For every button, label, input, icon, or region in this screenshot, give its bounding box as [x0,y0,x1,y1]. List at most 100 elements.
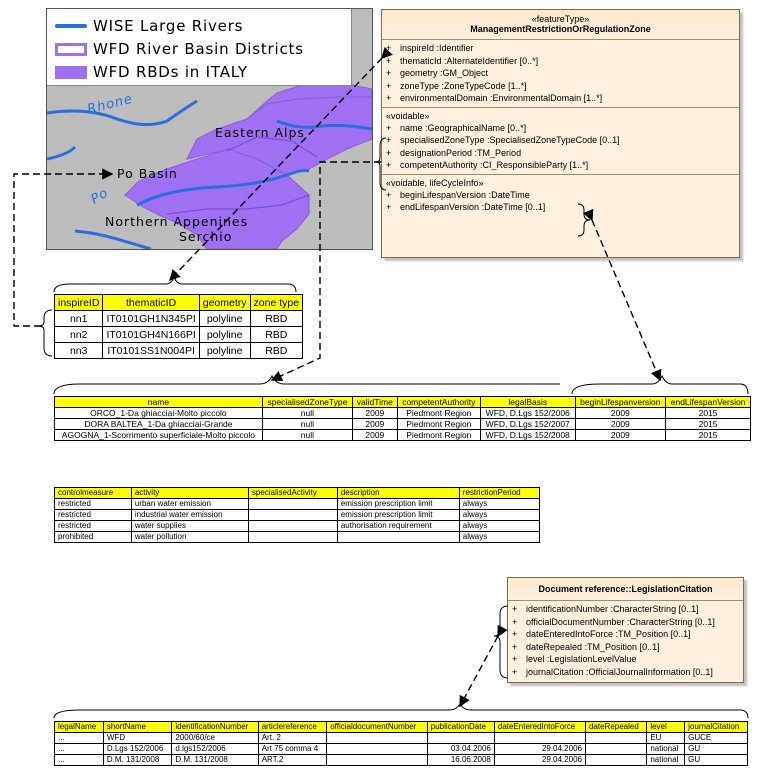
table-cell: GU [684,754,748,766]
class-attribute: + dateRepealed :TM_Position [0..1] [512,641,739,654]
visibility-marker: + [512,666,518,677]
visibility-marker: + [512,629,518,639]
river-line [74,229,152,249]
column-header: zone type [249,294,304,311]
table-cell: polyline [198,310,251,327]
attribute-text: beginLifespanVersion :DateTime [400,189,530,200]
table-cell: RBD [249,310,304,327]
attribute-text: specialisedZoneType :SpecialisedZoneType… [400,135,620,145]
class-name: ManagementRestrictionOrRegulationZone [470,24,651,34]
legend-label: WISE Large Rivers [93,17,244,35]
table-cell: 2015 [665,429,751,441]
attribute-text: competentAuthority :CI_ResponsibleParty … [400,160,589,170]
table-cell: WFD, D.Lgs 152/2008 [479,429,576,441]
attribute-text: endLifespanVersion :DateTime [0..1] [400,202,546,212]
lifecycle-stereotype: «voidable, lifeCycleInfo» [386,177,484,188]
class-attribute: + journalCitation :OfficialJournalInforma… [512,666,739,679]
visibility-marker: + [512,604,518,614]
attribute-text: designationPeriod :TM_Period [400,147,522,158]
column-header: controlmeasure [54,487,132,499]
class-attributes: + identificationNumber :CharacterString [… [508,601,743,680]
table-cell: nn1 [53,310,104,327]
attribute-text: officialDocumentNumber :CharacterString … [526,616,715,627]
table-cell: null [261,429,353,441]
table-cell: ... [54,754,104,766]
river-line-icon [55,24,87,28]
connector-class-to-rbd-table [169,47,393,282]
brace-voidable [375,137,387,191]
table-cell: national [646,754,686,766]
table-cell: IT0101SS1N004PI [102,342,200,359]
brace-rbd-table [53,275,297,293]
column-header: thematicID [102,294,200,311]
class-stereotype: «featureType» [531,14,590,24]
brace-lifespan-columns [571,374,749,395]
table-cell: IT0101GH4N166PI [102,326,200,343]
brace-lifecycle [577,203,591,237]
visibility-marker: + [512,641,518,652]
brace-legislation [493,605,509,679]
attribute-text: environmentalDomain :EnvironmentalDomain… [400,93,603,103]
connector-rbd-to-po-basin [13,168,114,327]
brace-rbd-rows [37,309,53,357]
column-header: inspireID [53,294,104,311]
class-attribute: + level :LegislationLevelValue [512,653,739,666]
attribute-text: name :GeographicalName [0..*] [400,122,527,133]
table-cell: D.M. 131/2008 [171,754,259,766]
class-header: Document reference::LegislationCitation [508,578,743,601]
column-header: publicationDate [426,721,495,733]
table-cell: nn3 [53,342,104,359]
table-cell: Piedmont Region [396,429,481,441]
connector-voidable-to-zone-table [270,161,381,382]
attribute-text: inspireId :Identifier [400,43,474,53]
attribute-text: dateRepealed :TM_Position [0..1] [526,641,660,652]
river-line [47,145,77,161]
class-attribute: + identificationNumber :CharacterString [… [512,603,739,616]
brace-legislation-table [53,703,749,719]
district-outline-icon [55,42,87,56]
column-header: competentAuthority [396,396,481,408]
class-attribute: + officialDocumentNumber :CharacterString… [512,616,739,629]
visibility-marker: + [512,616,518,627]
attribute-text: journalCitation :OfficialJournalInformat… [526,666,713,677]
table-cell: always [458,531,541,543]
connector-legislation-class-to-table [459,624,508,708]
class-header: «featureType» ManagementRestrictionOrReg… [382,10,739,40]
table-cell: polyline [198,342,251,359]
table-cell: 16.06.2008 [426,754,495,766]
table-row: AGOGNA_1-Scorrimento superficiale-Molto … [54,429,751,441]
attribute-text: dateEnteredIntoForce :TM_Position [0..1] [526,629,691,639]
table-cell [584,754,648,766]
class-name: Document reference::LegislationCitation [538,584,713,594]
attribute-text: geometry :GM_Object [400,68,489,78]
attribute-text: level :LegislationLevelValue [526,654,637,664]
table-cell [247,531,338,543]
legislation-citation-class-box: Document reference::LegislationCitation … [507,577,744,683]
class-attribute: + dateEnteredIntoForce :TM_Position [0..1… [512,628,739,641]
district-fill-icon [55,65,87,79]
visibility-marker: + [512,654,518,664]
brace-zone-table [53,374,560,395]
attribute-text: thematicId :AlternateIdentifier [0..*] [400,55,539,66]
feature-type-class-box: «featureType» ManagementRestrictionOrReg… [381,9,740,258]
table-cell: prohibited [54,531,132,543]
column-header: geometry [198,294,251,311]
attribute-text: identificationNumber :CharacterString [0… [526,604,699,614]
table-cell: RBD [249,342,304,359]
legend-row-rivers: WISE Large Rivers [55,15,243,37]
table-cell: water pollution [130,531,249,543]
attribute-text: zoneType :ZoneTypeCode [1..*] [400,80,527,91]
